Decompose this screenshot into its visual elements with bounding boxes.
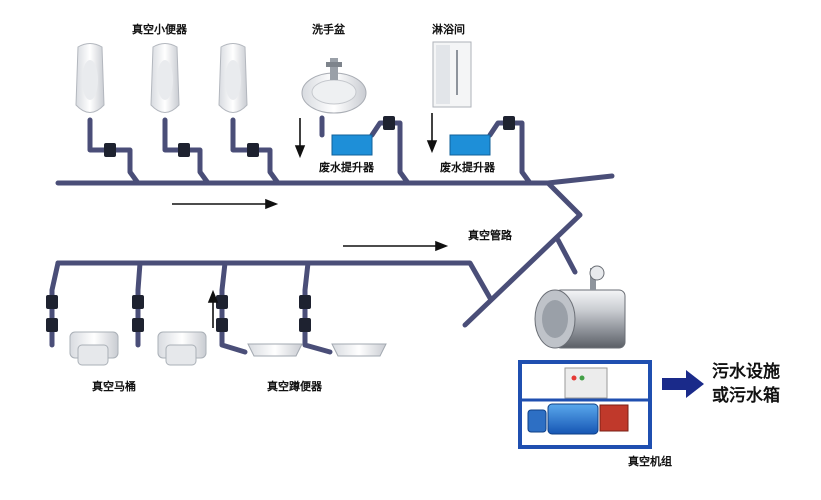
squat-branch-2 bbox=[302, 260, 333, 355]
lift-unit-box bbox=[449, 134, 491, 156]
valve bbox=[132, 295, 144, 309]
urinal bbox=[218, 43, 248, 113]
squat-toilet bbox=[331, 343, 387, 357]
squat-toilet bbox=[247, 343, 303, 357]
valve bbox=[46, 318, 58, 332]
label-urinals: 真空小便器 bbox=[132, 23, 187, 36]
flow-arrow-up-icon bbox=[207, 289, 219, 328]
pump-coupling bbox=[599, 404, 629, 432]
valve bbox=[216, 318, 228, 332]
vacuum-toilet bbox=[69, 331, 119, 366]
valve bbox=[299, 318, 311, 332]
label-vacuum-toilets: 真空马桶 bbox=[92, 380, 136, 393]
lift-unit-box bbox=[331, 134, 373, 156]
urinal-branch-2 bbox=[162, 117, 211, 186]
pressure-gauge-icon bbox=[589, 265, 605, 281]
trunk-to-unit-pipe bbox=[555, 237, 578, 275]
flow-arrow-right-icon bbox=[343, 240, 449, 252]
valve bbox=[216, 295, 228, 309]
valve bbox=[178, 143, 190, 157]
urinal-branch-3 bbox=[230, 117, 281, 186]
pump-motor bbox=[547, 403, 599, 435]
shower-room bbox=[432, 41, 472, 108]
flow-arrows bbox=[172, 113, 449, 328]
valve bbox=[46, 295, 58, 309]
label-outlet-line2: 或污水箱 bbox=[712, 386, 780, 406]
squat-branch-1 bbox=[219, 260, 248, 355]
valve bbox=[503, 116, 515, 130]
valve bbox=[104, 143, 116, 157]
label-vacuum-unit: 真空机组 bbox=[628, 455, 672, 468]
label-shower-room: 淋浴间 bbox=[432, 23, 465, 36]
vacuum-unit bbox=[518, 265, 652, 449]
flow-arrow-down-icon bbox=[426, 113, 438, 154]
urinal bbox=[150, 43, 180, 113]
shower-lift-branch bbox=[487, 120, 533, 186]
outlet-arrow-icon bbox=[662, 370, 704, 398]
label-outlet-line1: 污水设施 bbox=[712, 362, 780, 382]
flow-arrow-right-icon bbox=[172, 198, 279, 210]
urinal bbox=[75, 43, 105, 113]
basin-lift-branch bbox=[369, 120, 411, 186]
control-panel bbox=[564, 367, 608, 399]
valve bbox=[132, 318, 144, 332]
lower-main-pipe bbox=[55, 260, 493, 301]
valve bbox=[247, 143, 259, 157]
unit-frame bbox=[518, 360, 652, 449]
vacuum-toilet bbox=[157, 331, 207, 366]
label-lift-basin: 废水提升器 bbox=[319, 161, 374, 174]
vacuum-pipe-network bbox=[49, 115, 615, 355]
urinal-branch-1 bbox=[87, 117, 141, 186]
label-squat-toilets: 真空蹲便器 bbox=[267, 380, 322, 393]
wash-basin bbox=[301, 58, 367, 114]
valve bbox=[299, 295, 311, 309]
valves bbox=[46, 116, 515, 332]
label-lift-shower: 废水提升器 bbox=[440, 161, 495, 174]
flow-arrow-down-icon bbox=[294, 118, 306, 159]
valve bbox=[383, 116, 395, 130]
label-vacuum-pipe: 真空管路 bbox=[468, 229, 512, 242]
junction-pipe bbox=[462, 180, 583, 328]
label-wash-basin: 洗手盆 bbox=[312, 23, 345, 36]
